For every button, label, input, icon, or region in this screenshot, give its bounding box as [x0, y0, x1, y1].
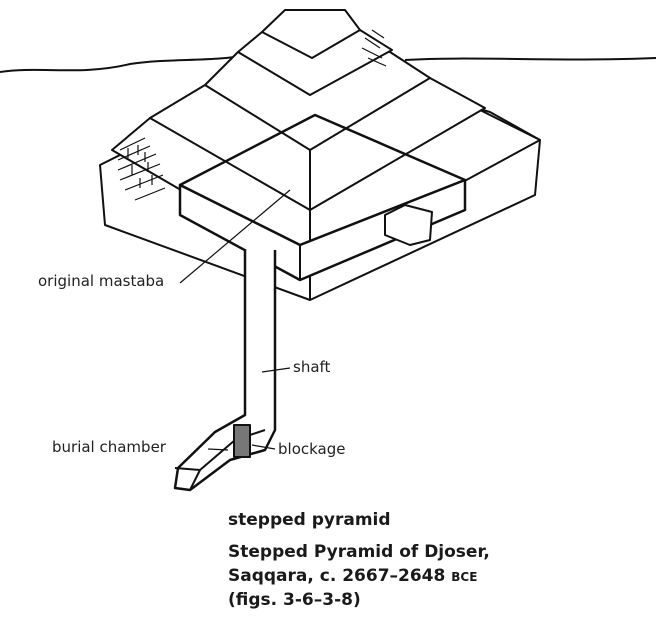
blockage — [233, 424, 251, 458]
label-burial-chamber: burial chamber — [52, 438, 166, 456]
pyramid-top — [261, 9, 361, 59]
leader-blockage — [251, 444, 276, 450]
label-shaft: shaft — [293, 358, 331, 376]
horizon-line-right — [404, 57, 656, 61]
leader-burial-chamber — [207, 448, 229, 451]
caption-era: BCE — [451, 570, 478, 584]
label-original-mastaba: original mastaba — [38, 272, 165, 290]
shaft — [173, 250, 277, 492]
entrance-block — [384, 204, 433, 246]
label-blockage: blockage — [278, 440, 346, 458]
caption-figs: (figs. 3-6–3-8) — [228, 590, 361, 610]
caption-place-date: Saqqara, c. 2667–2648 — [228, 566, 446, 586]
caption-term: stepped pyramid — [228, 510, 391, 530]
leader-shaft — [261, 367, 291, 373]
caption-title-line1: Stepped Pyramid of Djoser, — [228, 542, 490, 562]
caption-title-line2: Saqqara, c. 2667–2648 BCE — [228, 564, 477, 589]
leader-original-mastaba — [179, 189, 291, 284]
horizon-line — [0, 54, 249, 73]
brick-texture — [117, 29, 387, 201]
